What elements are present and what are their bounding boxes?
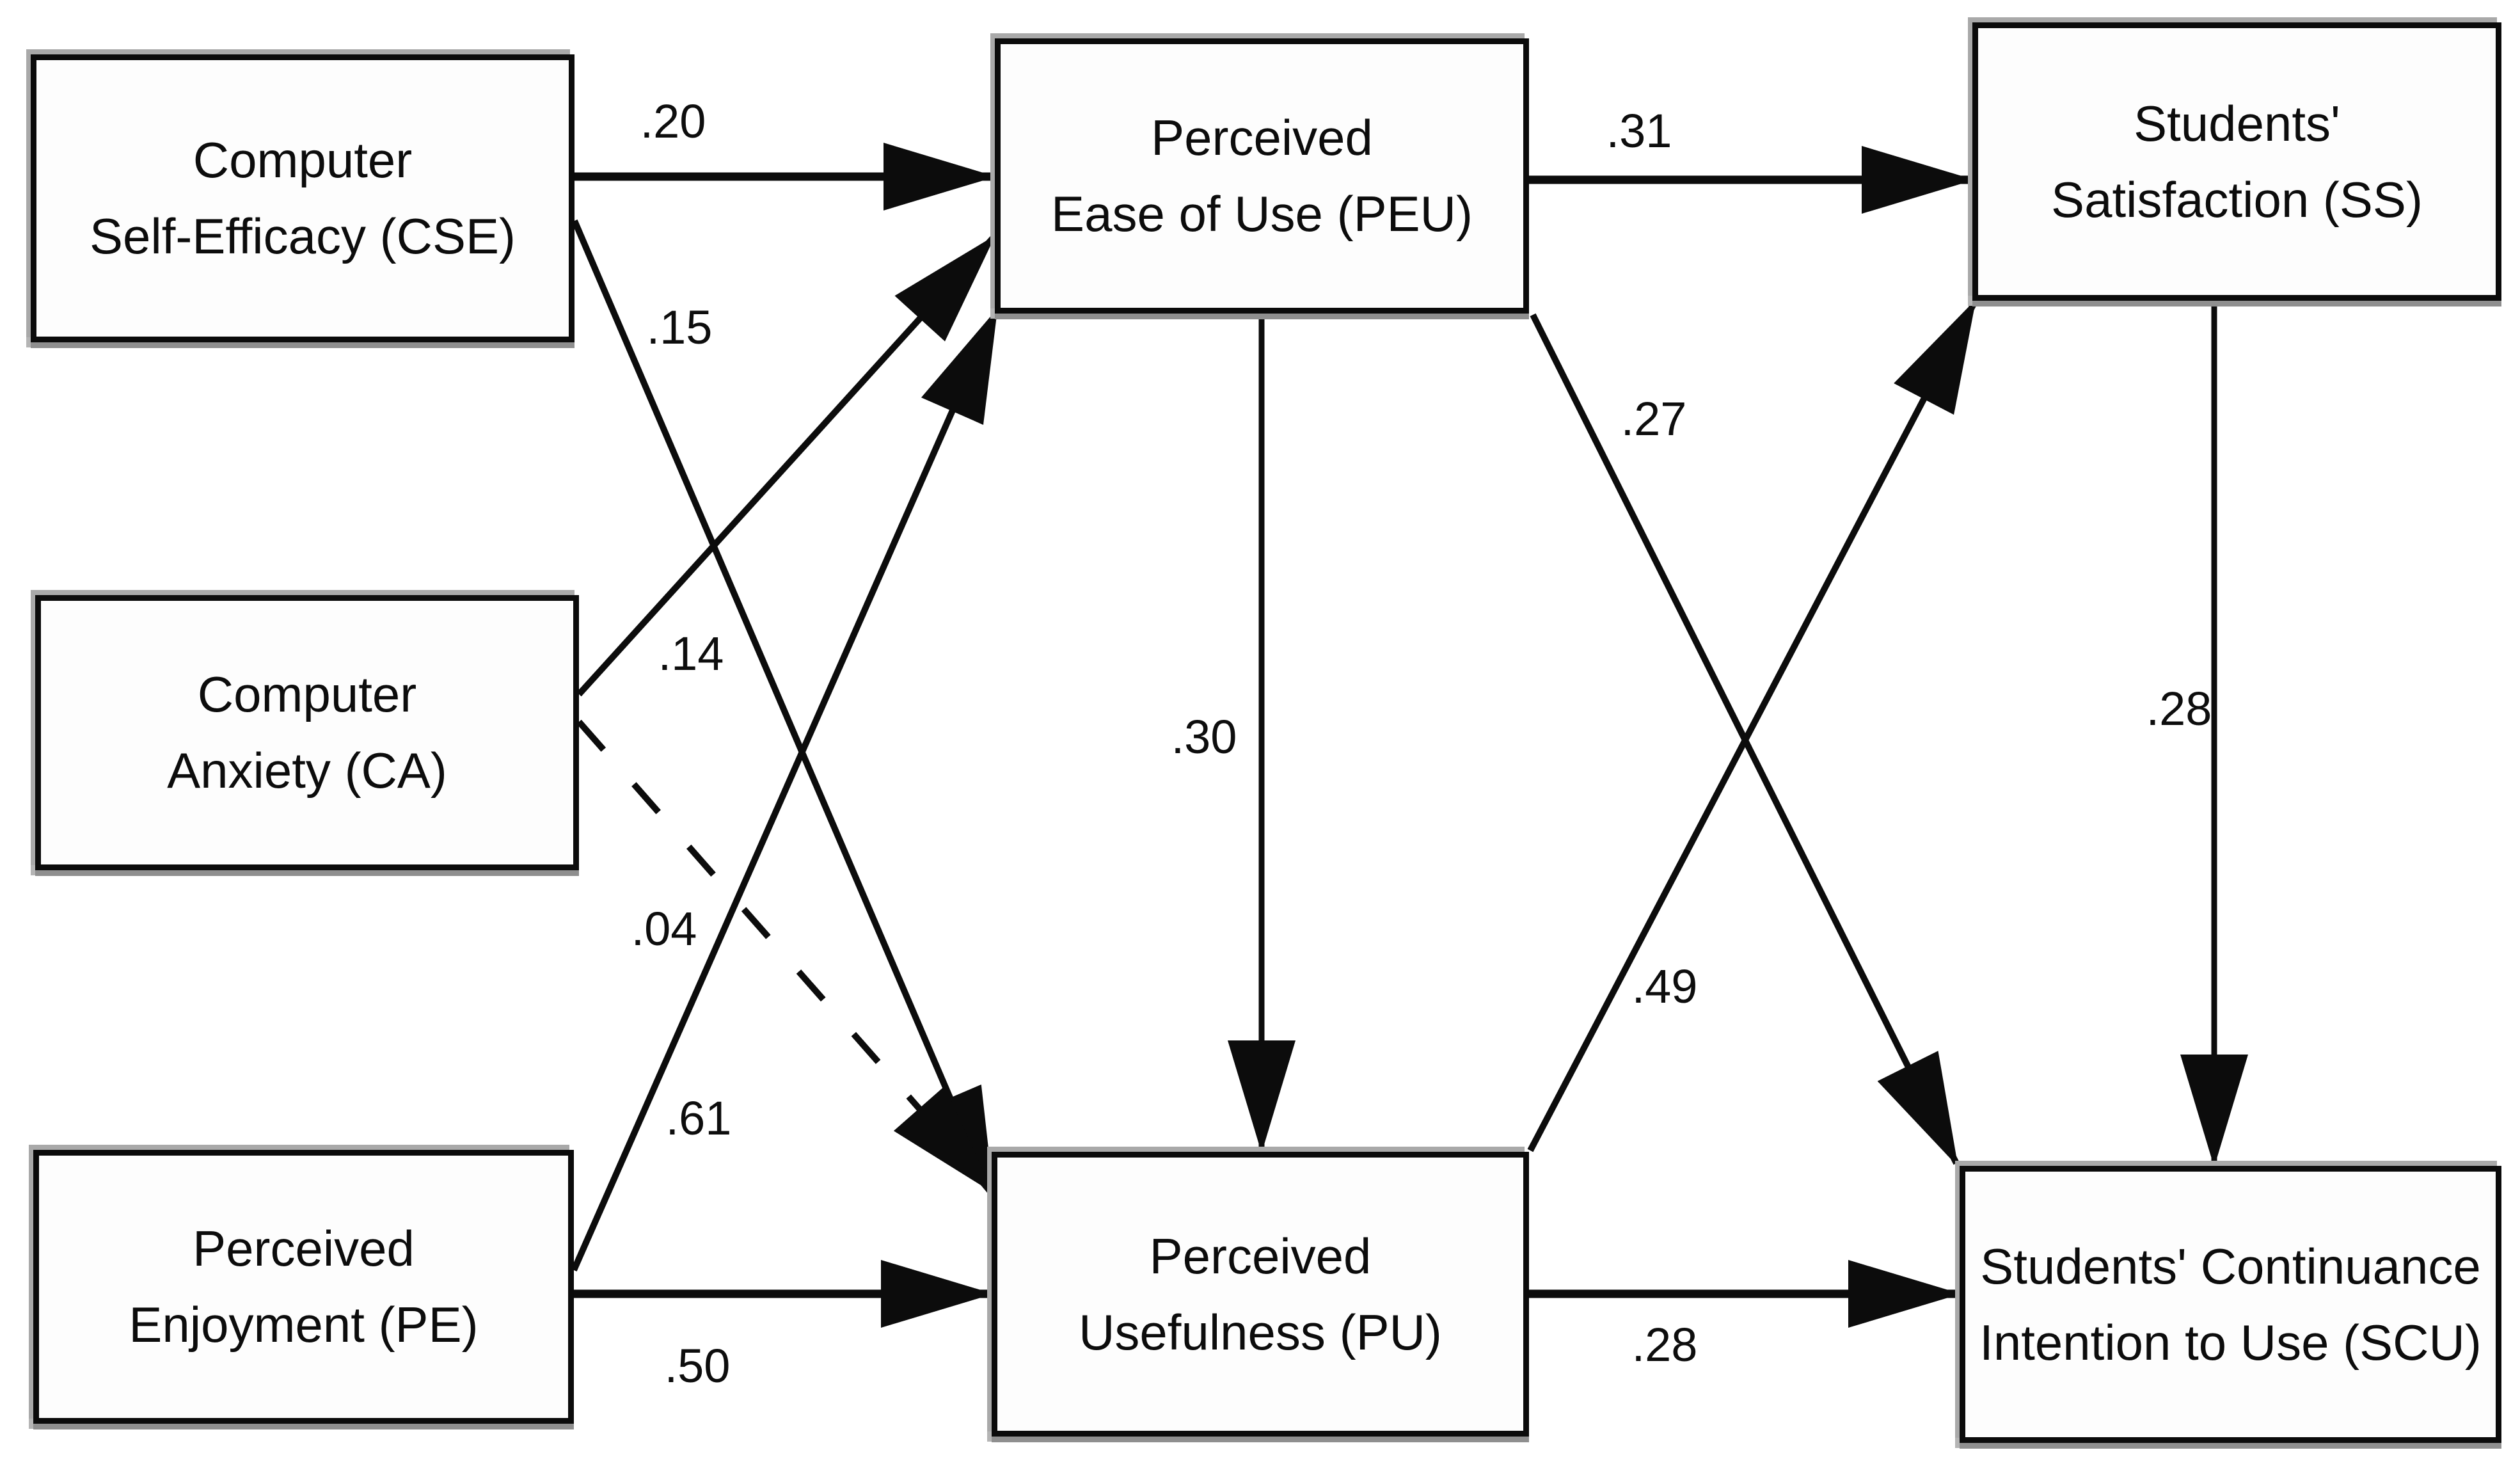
edge-label-peu-ss: .31 [1606,104,1672,157]
node-computer-self-efficacy: Computer Self-Efficacy (CSE) [31,54,575,342]
node-students-continuance-intention: Students' Continuance Intention to Use (… [1960,1166,2501,1443]
edge-label-cse-pu: .15 [647,301,713,354]
node-perceived-usefulness: Perceived Usefulness (PU) [992,1152,1529,1437]
edge-label-ca-pu: .04 [631,902,697,955]
node-perceived-ease-of-use: Perceived Ease of Use (PEU) [995,38,1529,314]
node-label-line: Perceived [1149,1227,1372,1284]
node-label-line: Enjoyment (PE) [129,1296,479,1353]
node-label-line: Satisfaction (SS) [2051,171,2423,228]
edge-label-ss-scu: .28 [2146,682,2212,735]
node-label-line: Perceived [193,1220,415,1277]
node-label-line: Computer [193,132,413,189]
node-perceived-enjoyment: Perceived Enjoyment (PE) [33,1150,574,1424]
edge-label-peu-pu: .30 [1171,710,1237,763]
node-label-line: Students' Continuance [1980,1238,2481,1294]
edge-pe-peu [571,308,999,1272]
edge-label-peu-scu: .27 [1621,392,1687,445]
edge-label-pe-pu: .50 [665,1339,731,1392]
edge-ca-pu-dashed [576,719,994,1193]
edge-label-cse-peu: .20 [640,95,706,148]
node-label-line: Self-Efficacy (CSE) [89,208,516,264]
edge-label-pu-scu: .28 [1632,1318,1698,1371]
node-label-line: Perceived [1151,109,1373,166]
node-label-line: Intention to Use (SCU) [1979,1314,2482,1371]
node-students-satisfaction: Students' Satisfaction (SS) [1972,22,2501,301]
edge-label-ca-peu: .14 [658,627,724,680]
node-label-line: Usefulness (PU) [1079,1303,1442,1360]
edge-label-pe-peu: .61 [666,1092,732,1145]
edge-cse-pu [571,219,996,1202]
node-label-line: Anxiety (CA) [167,742,447,799]
node-computer-anxiety: Computer Anxiety (CA) [35,595,579,870]
node-label-line: Students' [2134,95,2340,152]
edge-label-pu-ss: .49 [1632,960,1698,1013]
node-label-line: Computer [197,666,417,723]
edge-pu-ss [1527,299,1977,1152]
node-label-line: Ease of Use (PEU) [1051,186,1473,242]
